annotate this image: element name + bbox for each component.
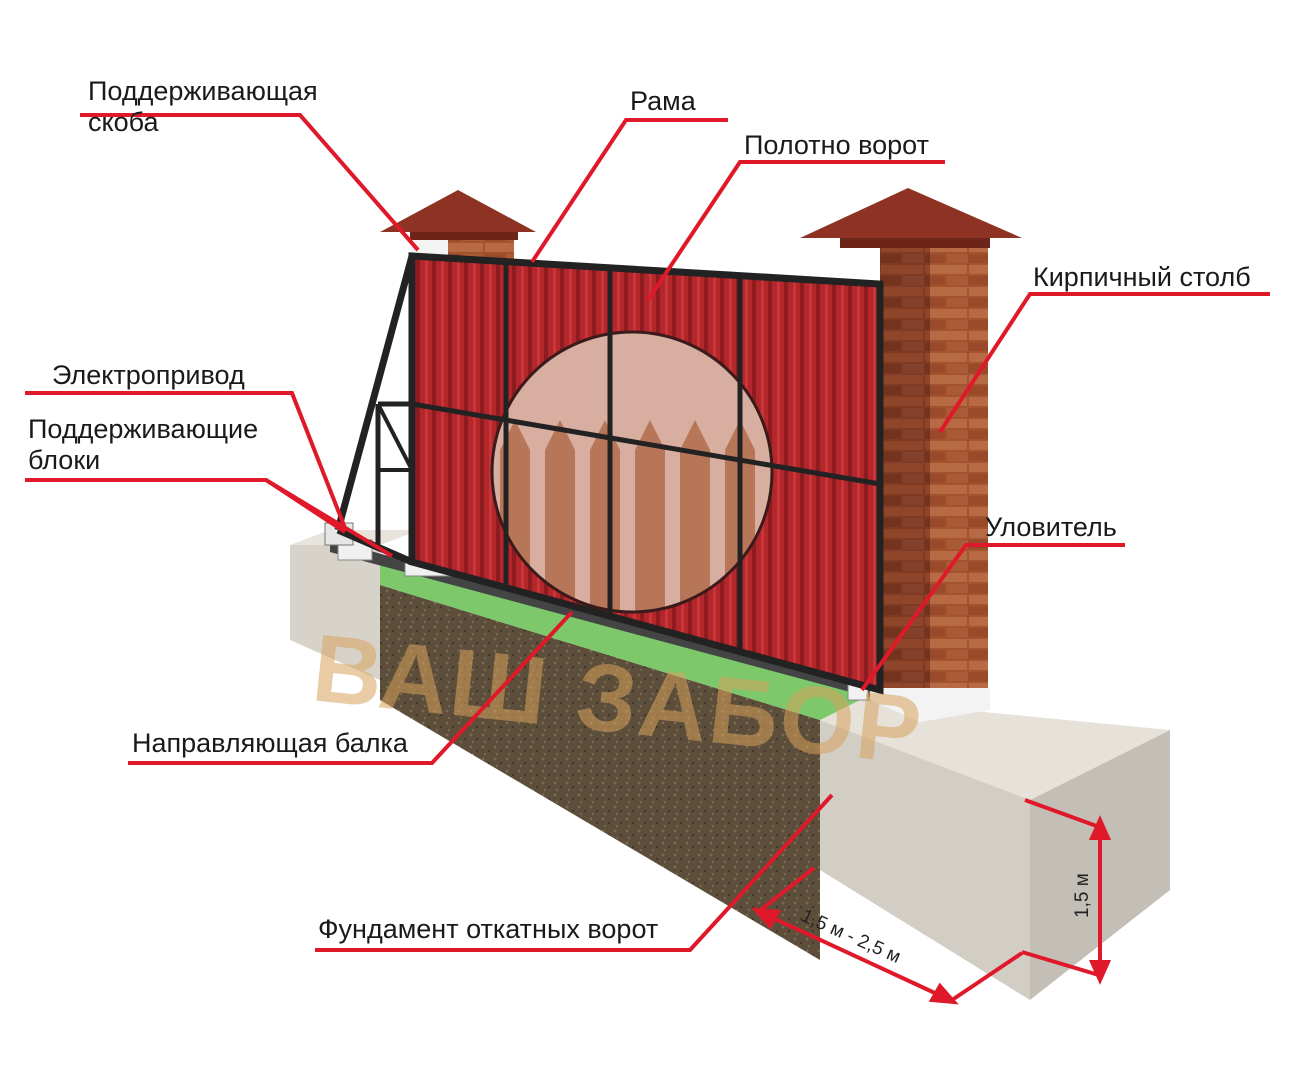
magnifier-circle (490, 330, 774, 614)
label-gate-leaf: Полотно ворот (744, 130, 929, 160)
label-support-bracket: Поддерживающая скоба (88, 76, 318, 137)
callout-foundation (315, 793, 834, 952)
dimension-depth (1021, 798, 1112, 985)
callout-catcher (860, 543, 1125, 692)
soil-front (380, 585, 820, 960)
label-catcher: Уловитель (985, 512, 1117, 542)
label-brick-pillar: Кирпичный столб (1033, 262, 1251, 292)
callout-support-bracket (80, 113, 420, 252)
callout-support-blocks (25, 478, 347, 534)
right-brick-pillar (800, 188, 1022, 722)
foundation-block (290, 530, 1170, 1000)
dimension-depth-label: 1,5 м (1072, 873, 1093, 918)
callout-electric-drive (25, 391, 347, 529)
label-electric-drive: Электропривод (52, 360, 245, 390)
callout-gate-leaf (646, 160, 945, 302)
concrete-block-front (820, 720, 1030, 1000)
label-foundation: Фундамент откатных ворот (318, 914, 659, 944)
callout-frame (530, 118, 728, 264)
gate-frame (334, 252, 884, 695)
callout-guide-beam (128, 610, 574, 765)
support-bracket (412, 240, 448, 256)
callout-brick-pillar (938, 292, 1270, 434)
callout-lines (25, 113, 1270, 952)
picket-fence-preview (492, 332, 772, 612)
dimension-width (751, 866, 1024, 1005)
concrete-block-top (820, 700, 1170, 800)
label-frame: Рама (630, 86, 696, 116)
label-guide-beam: Направляющая балка (132, 728, 408, 758)
label-support-blocks: Поддерживающие блоки (28, 414, 259, 475)
